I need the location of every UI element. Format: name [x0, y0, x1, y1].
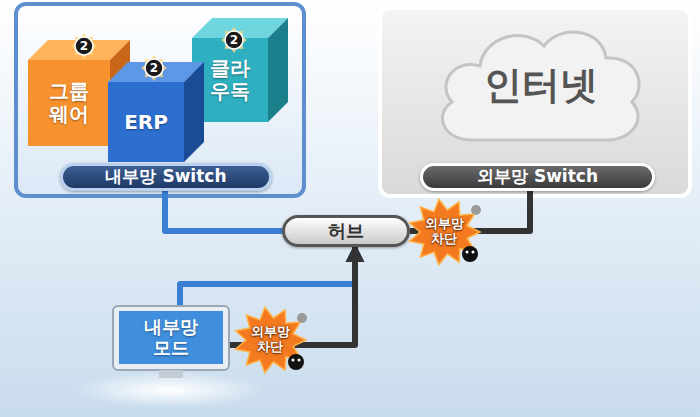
external-panel — [380, 8, 690, 196]
block-burst: 외부망 차단 — [404, 196, 484, 268]
connector — [180, 247, 355, 306]
edge-label: 외부망 차단 — [247, 325, 293, 355]
node-text: 외부망 Switch — [477, 167, 598, 187]
connector — [165, 191, 282, 231]
node-text: 그룹 웨어 — [38, 80, 100, 126]
block-burst: 외부망 차단 — [230, 304, 310, 376]
node-text: 인터넷 — [484, 64, 598, 108]
callout-number: 2 — [141, 55, 167, 81]
node-text: 내부망 Switch — [105, 167, 226, 187]
callout-text: 2 — [221, 27, 247, 53]
switch-box: 외부망 Switch — [420, 163, 655, 191]
node-text: 내부망 모드 — [136, 317, 206, 358]
internal-panel — [16, 4, 304, 196]
callout-text: 2 — [71, 33, 97, 59]
node-text: ERP — [124, 111, 168, 134]
callout-number: 2 — [221, 27, 247, 53]
switch-box: 내부망 Switch — [60, 163, 272, 191]
node-text: 허브 — [328, 221, 364, 242]
callout-number: 2 — [71, 33, 97, 59]
callout-text: 2 — [141, 55, 167, 81]
node-text: 클라 우독 — [199, 57, 261, 103]
hub-box: 허브 — [282, 215, 410, 247]
edge-label: 외부망 차단 — [421, 217, 467, 247]
internet-cloud: 인터넷 — [432, 22, 650, 150]
terminal-monitor: 내부망 모드 — [113, 306, 229, 378]
